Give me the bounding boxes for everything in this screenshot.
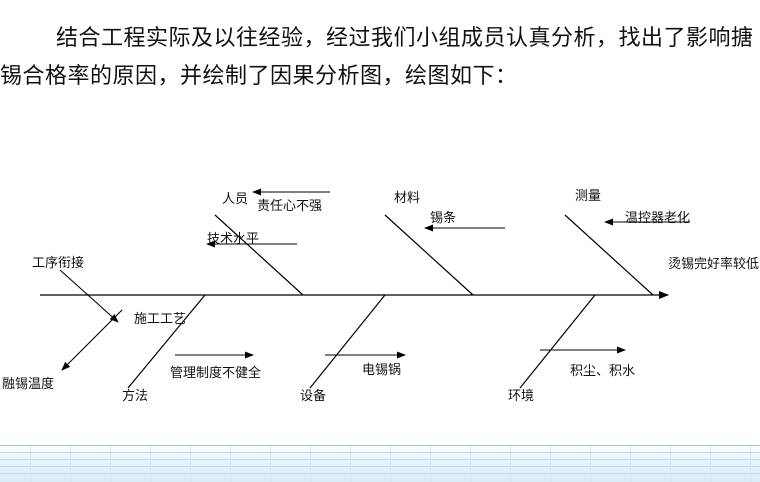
label-huan-jing: 环境 (508, 389, 535, 404)
footer-vline (150, 446, 151, 482)
footer-vline (630, 446, 631, 482)
label-dian-xi-guo: 电锡锅 (362, 363, 402, 378)
footer-vline (350, 446, 351, 482)
footer-vline (70, 446, 71, 482)
cause-arrow-rong-xi-wen-du (61, 309, 123, 371)
footer-vline (190, 446, 191, 482)
label-wen-kong-qi: 温控器老化 (625, 211, 691, 226)
label-gong-xu-xian-jie: 工序衔接 (32, 256, 85, 271)
footer-vline (430, 446, 431, 482)
footer-vline (30, 446, 31, 482)
footer-vline (670, 446, 671, 482)
label-fang-fa: 方法 (122, 389, 149, 404)
label-she-bei: 设备 (300, 389, 327, 404)
rib-cai-liao (384, 214, 474, 296)
label-ce-liang: 测量 (575, 189, 602, 204)
label-rong-xi-wen-du: 融锡温度 (2, 377, 55, 392)
label-guan-li-zhi-du: 管理制度不健全 (170, 366, 262, 381)
footer-hline (0, 459, 760, 460)
footer-vline (230, 446, 231, 482)
label-ze-ren-xin: 责任心不强 (257, 199, 323, 214)
footer-vline (270, 446, 271, 482)
footer-band (0, 446, 760, 482)
footer-vline (110, 446, 111, 482)
footer-vline (470, 446, 471, 482)
label-cai-liao: 材料 (394, 191, 421, 206)
footer-vline (510, 446, 511, 482)
footer-vline (710, 446, 711, 482)
footer-vline (550, 446, 551, 482)
label-ji-shu-shui-ping: 技术水平 (207, 232, 260, 247)
footer-vline (310, 446, 311, 482)
body-paragraph: 结合工程实际及以往经验，经过我们小组成员认真分析，找出了影响搪锡合格率的原因，并… (0, 20, 760, 96)
rib-ren-yuan (214, 214, 304, 296)
cause-arrow-gong-xu-xian-jie (59, 269, 119, 323)
label-ji-chen-ji-shui: 积尘、积水 (570, 364, 636, 379)
label-head-effect: 烫锡完好率较低 (668, 257, 760, 272)
label-shi-gong-gong-yi: 施工工艺 (134, 312, 187, 327)
rib-fang-fa (127, 294, 206, 389)
footer-hline (0, 473, 760, 474)
footer-vline (390, 446, 391, 482)
rib-she-bei (309, 294, 386, 389)
label-xi-tiao: 锡条 (430, 211, 457, 226)
label-ren-yuan: 人员 (222, 192, 249, 207)
paragraph-text: 结合工程实际及以往经验，经过我们小组成员认真分析，找出了影响搪锡合格率的原因，并… (0, 26, 754, 89)
fishbone-diagram (40, 188, 690, 389)
footer-hline (0, 452, 760, 453)
footer-divider (0, 445, 760, 446)
rib-ce-liang (564, 214, 654, 296)
rib-huan-jing (519, 294, 596, 389)
footer-vline (590, 446, 591, 482)
footer-hline (0, 466, 760, 467)
footer-vline (750, 446, 751, 482)
